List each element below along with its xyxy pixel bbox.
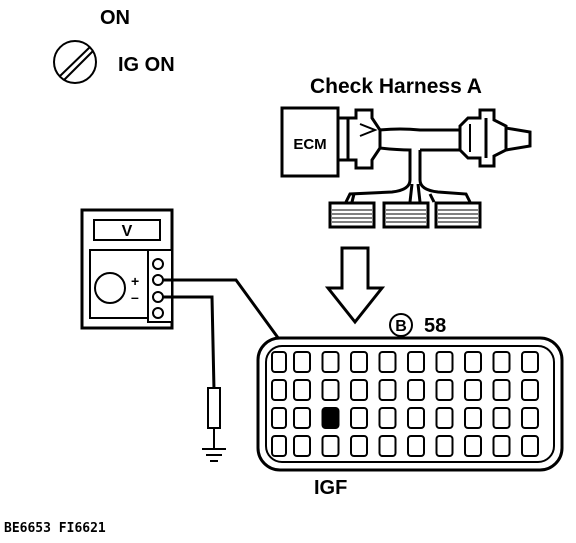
connector-pin (492, 351, 511, 373)
connector-pin (521, 435, 539, 457)
connector-pin (293, 407, 311, 429)
connector-letter-badge (389, 313, 413, 337)
meter-jack (152, 274, 164, 286)
connector-pin (492, 407, 511, 429)
connector-pin (521, 351, 539, 373)
meter-jack (152, 258, 164, 270)
harness-title: Check Harness A (310, 75, 482, 98)
connector-number: 58 (424, 315, 446, 337)
connector-pin (350, 379, 368, 401)
connector-pin (293, 351, 311, 373)
check-harness (336, 108, 532, 203)
down-arrow-icon (324, 246, 386, 325)
connector-pin (378, 435, 397, 457)
connector-pin (350, 351, 368, 373)
connector-letter: B (395, 318, 407, 335)
connector-pin (271, 351, 287, 373)
meter-jack (152, 291, 164, 303)
meter-jack (152, 307, 164, 319)
connector-pin (492, 435, 511, 457)
ground-icon (202, 448, 226, 462)
harness-branch-connectors (328, 201, 482, 229)
connector-pin (464, 435, 482, 457)
connector-pin (435, 435, 454, 457)
figure-code: BE6653 FI6621 (4, 521, 106, 536)
connector-pin (407, 379, 425, 401)
ignition-state-label: ON (100, 7, 130, 29)
voltmeter: V + – (80, 208, 174, 330)
connector-pin (378, 379, 397, 401)
ignition-switch-icon (53, 40, 97, 84)
meter-display (93, 219, 161, 241)
connector-pin (464, 407, 482, 429)
connector-pin (350, 407, 368, 429)
connector-pin (407, 435, 425, 457)
connector-pin (521, 407, 539, 429)
connector-pin (321, 435, 340, 457)
connector-pin (435, 407, 454, 429)
ecm-box: ECM (280, 106, 340, 178)
connector-pin (271, 407, 287, 429)
connector-pin (321, 379, 340, 401)
pin-label-igf: IGF (314, 477, 347, 499)
meter-dial (94, 272, 126, 304)
connector-pin (492, 379, 511, 401)
ground-probe (207, 387, 221, 448)
connector-pin (407, 407, 425, 429)
connector-pin (464, 379, 482, 401)
connector-pin (378, 407, 397, 429)
connector-pin (378, 351, 397, 373)
connector-b58 (256, 336, 564, 472)
connector-pin-grid (271, 351, 539, 457)
meter-minus-label: – (131, 289, 139, 305)
connector-pin (435, 351, 454, 373)
connector-pin (435, 379, 454, 401)
connector-pin (293, 435, 311, 457)
connector-pin (350, 435, 368, 457)
ecm-label: ECM (293, 136, 326, 153)
connector-pin (407, 351, 425, 373)
connector-pin (464, 351, 482, 373)
connector-pin (521, 379, 539, 401)
connector-pin (321, 351, 340, 373)
meter-plus-label: + (131, 273, 139, 289)
connector-pin (293, 379, 311, 401)
ignition-switch-label: IG ON (118, 54, 175, 76)
meter-display-label: V (122, 223, 133, 240)
connector-pin-igf (321, 407, 340, 429)
connector-pin (271, 435, 287, 457)
connector-pin (271, 379, 287, 401)
